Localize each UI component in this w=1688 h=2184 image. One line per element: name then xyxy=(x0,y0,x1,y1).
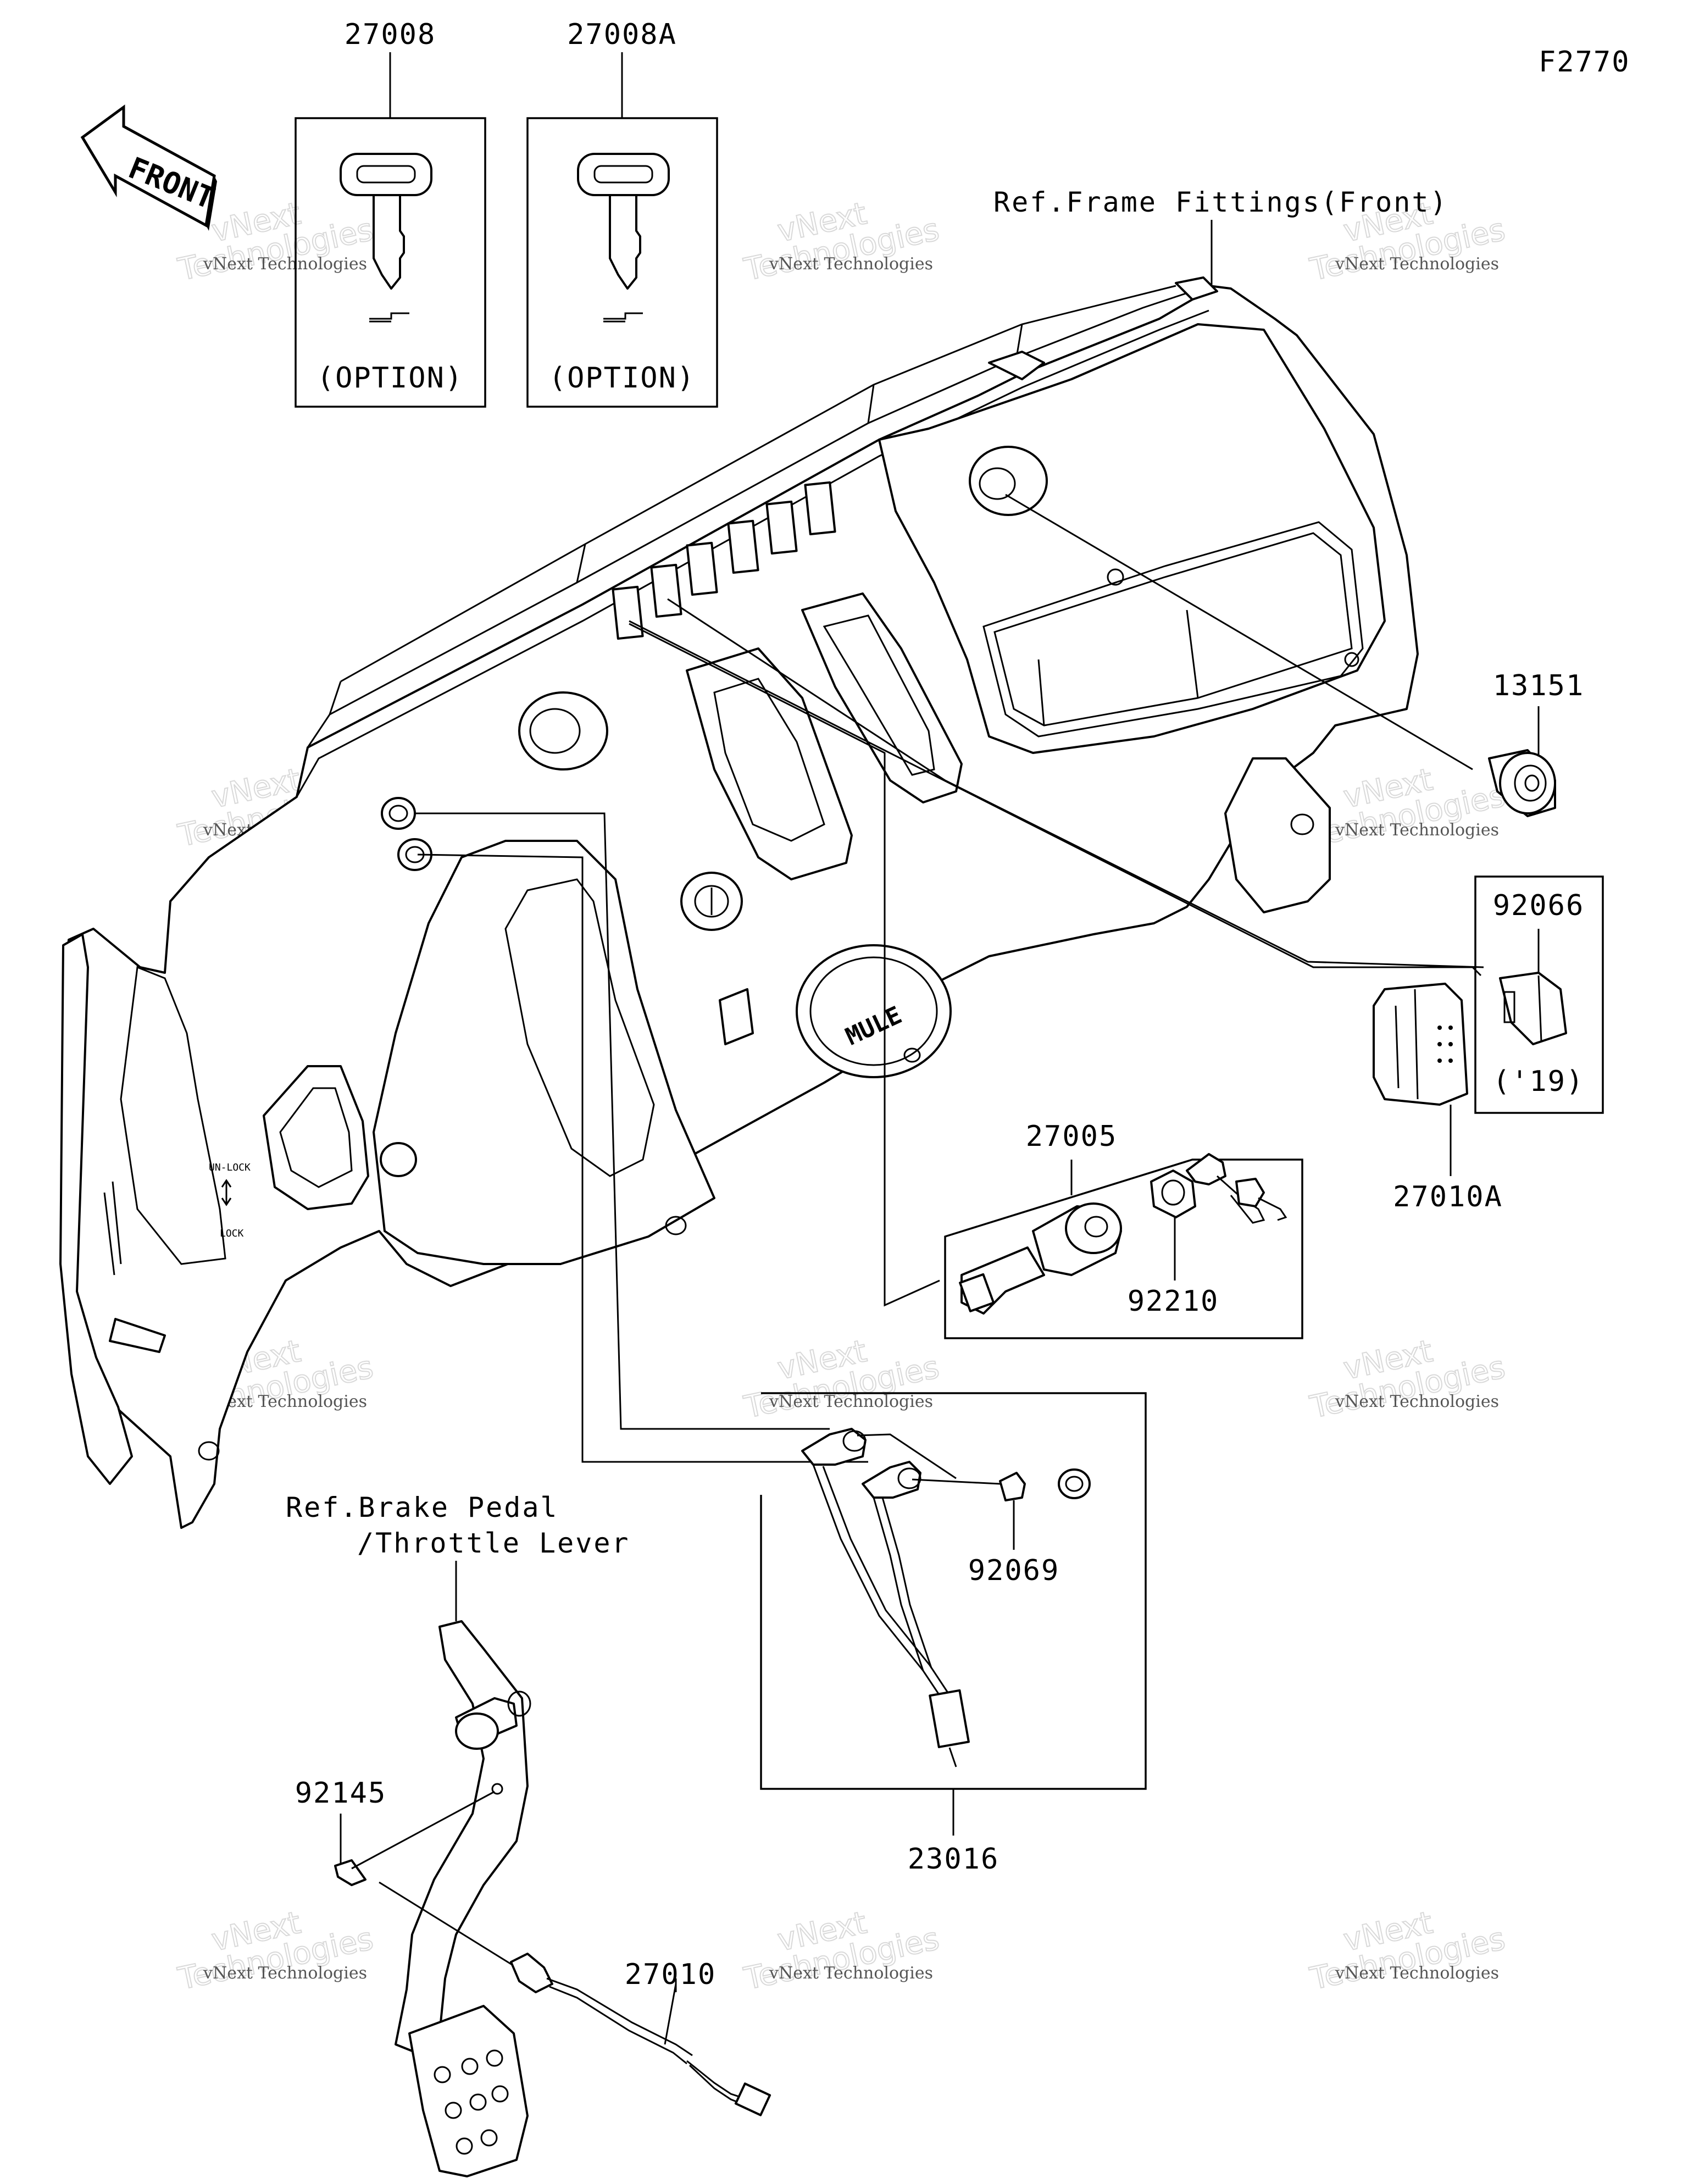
watermark: vNext Technologies vNext Technologies xyxy=(1306,1904,1508,1998)
watermark-text: vNext Technologies xyxy=(1335,1964,1499,1983)
watermark-text: vNext Technologies xyxy=(769,254,933,274)
ref-brake-pedal-line2: /Throttle Lever xyxy=(357,1527,630,1559)
watermark: vNext Technologies vNext Technologies xyxy=(174,1904,376,1998)
part-number-27005: 27005 xyxy=(1026,1120,1118,1153)
watermark-text: vNext Technologies xyxy=(1335,1392,1499,1411)
part-27005-ignition-set: 27005 92210 xyxy=(944,1120,1303,1339)
part-number-27008: 27008 xyxy=(345,18,436,51)
key-27008: 27008 (OPTION) xyxy=(295,18,486,408)
watermark: vNext Technologies vNext Technologies xyxy=(1306,761,1508,855)
option-label: (OPTION) xyxy=(549,362,695,395)
unlock-label: UN-LOCK xyxy=(209,1162,251,1173)
part-27010A-switch: 27010A xyxy=(1373,983,1503,1213)
part-number-27008A: 27008A xyxy=(567,18,677,51)
part-number-27010A: 27010A xyxy=(1393,1180,1503,1213)
dashboard-panel: MULE UN-LOCK LOCK xyxy=(59,276,1419,1529)
key-27008A: 27008A (OPTION) xyxy=(526,18,718,408)
watermark: vNext Technologies vNext Technologies xyxy=(740,195,942,289)
ref-frame-fittings: Ref.Frame Fittings(Front) xyxy=(993,186,1448,218)
watermark-text: vNext Technologies xyxy=(1335,254,1499,274)
option-label: (OPTION) xyxy=(317,362,463,395)
part-92066-switch: 92066 ('19) xyxy=(1474,875,1604,1114)
watermark: vNext Technologies vNext Technologies xyxy=(740,1333,942,1426)
watermark-text: vNext Technologies xyxy=(769,1964,933,1983)
lock-label: LOCK xyxy=(220,1228,244,1239)
watermark-text: vNext Technologies xyxy=(769,1392,933,1411)
part-number-92069: 92069 xyxy=(968,1554,1060,1587)
model-year-label: ('19) xyxy=(1493,1065,1585,1098)
ref-brake-pedal-line1: Ref.Brake Pedal xyxy=(286,1492,559,1523)
part-27010-brake-switch: 27010 xyxy=(379,1881,771,2116)
watermark-text: vNext Technologies xyxy=(203,254,367,274)
watermark-text: vNext Technologies xyxy=(1335,821,1499,840)
mule-badge: MULE xyxy=(796,944,952,1078)
part-92145-clip: 92145 xyxy=(295,1777,495,1886)
part-number-13151: 13151 xyxy=(1493,669,1585,702)
part-23016-harness: 92069 23016 xyxy=(760,1392,1147,1876)
leader-lines xyxy=(415,494,1484,1463)
part-number-92210: 92210 xyxy=(1128,1285,1219,1318)
brake-pedal xyxy=(395,1620,531,2177)
part-13151-socket: 13151 xyxy=(1488,669,1585,817)
watermark: vNext Technologies vNext Technologies xyxy=(740,1904,942,1998)
part-number-27010: 27010 xyxy=(625,1958,717,1991)
watermark: vNext Technologies vNext Technologies xyxy=(1306,1333,1508,1426)
figure-code: F2770 xyxy=(1539,46,1630,79)
part-number-23016: 23016 xyxy=(908,1843,1000,1876)
part-number-92145: 92145 xyxy=(295,1777,387,1810)
part-number-92066: 92066 xyxy=(1493,889,1585,922)
watermark-text: vNext Technologies xyxy=(203,1964,367,1983)
front-arrow-icon: FRONT xyxy=(80,104,219,231)
